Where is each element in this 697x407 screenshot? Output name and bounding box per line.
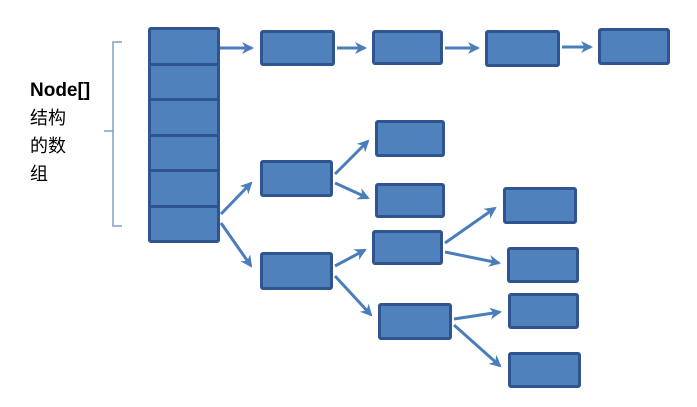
array-label-body: 结构的数组 xyxy=(30,108,66,184)
node-b2 xyxy=(375,120,445,157)
node-b1 xyxy=(260,160,333,197)
arrow-array-cell-5-to-c1 xyxy=(219,222,253,268)
array-cell-4 xyxy=(151,169,217,205)
node-array xyxy=(148,27,220,243)
bracket-icon xyxy=(104,41,122,227)
arrow-c2-to-c3 xyxy=(444,206,497,245)
node-b3 xyxy=(375,183,445,218)
arrow-c1-to-c2 xyxy=(334,248,367,268)
array-cell-5 xyxy=(151,204,217,240)
arrow-c2-to-c4 xyxy=(444,250,501,267)
node-a4 xyxy=(598,28,670,65)
array-cell-1 xyxy=(151,62,217,98)
arrow-d1-to-d3 xyxy=(453,323,502,368)
node-a2 xyxy=(372,30,443,65)
arrow-b1-to-b3 xyxy=(334,181,370,200)
node-c2 xyxy=(372,230,443,265)
node-d1 xyxy=(378,303,452,340)
node-c1 xyxy=(260,252,333,290)
node-c3 xyxy=(503,187,577,224)
array-label-title: Node[] xyxy=(30,80,91,101)
arrow-array-cell-5-to-b1 xyxy=(219,181,253,216)
array-cell-0 xyxy=(151,30,217,63)
array-cell-2 xyxy=(151,98,217,134)
arrow-c1-to-d1 xyxy=(333,274,373,317)
array-cell-3 xyxy=(151,133,217,169)
node-a3 xyxy=(485,30,560,67)
node-d3 xyxy=(508,352,581,388)
arrow-b1-to-b2 xyxy=(333,139,370,176)
node-d2 xyxy=(508,293,579,329)
arrow-d1-to-d2 xyxy=(453,307,502,321)
node-c4 xyxy=(507,247,579,283)
node-a1 xyxy=(260,30,335,66)
